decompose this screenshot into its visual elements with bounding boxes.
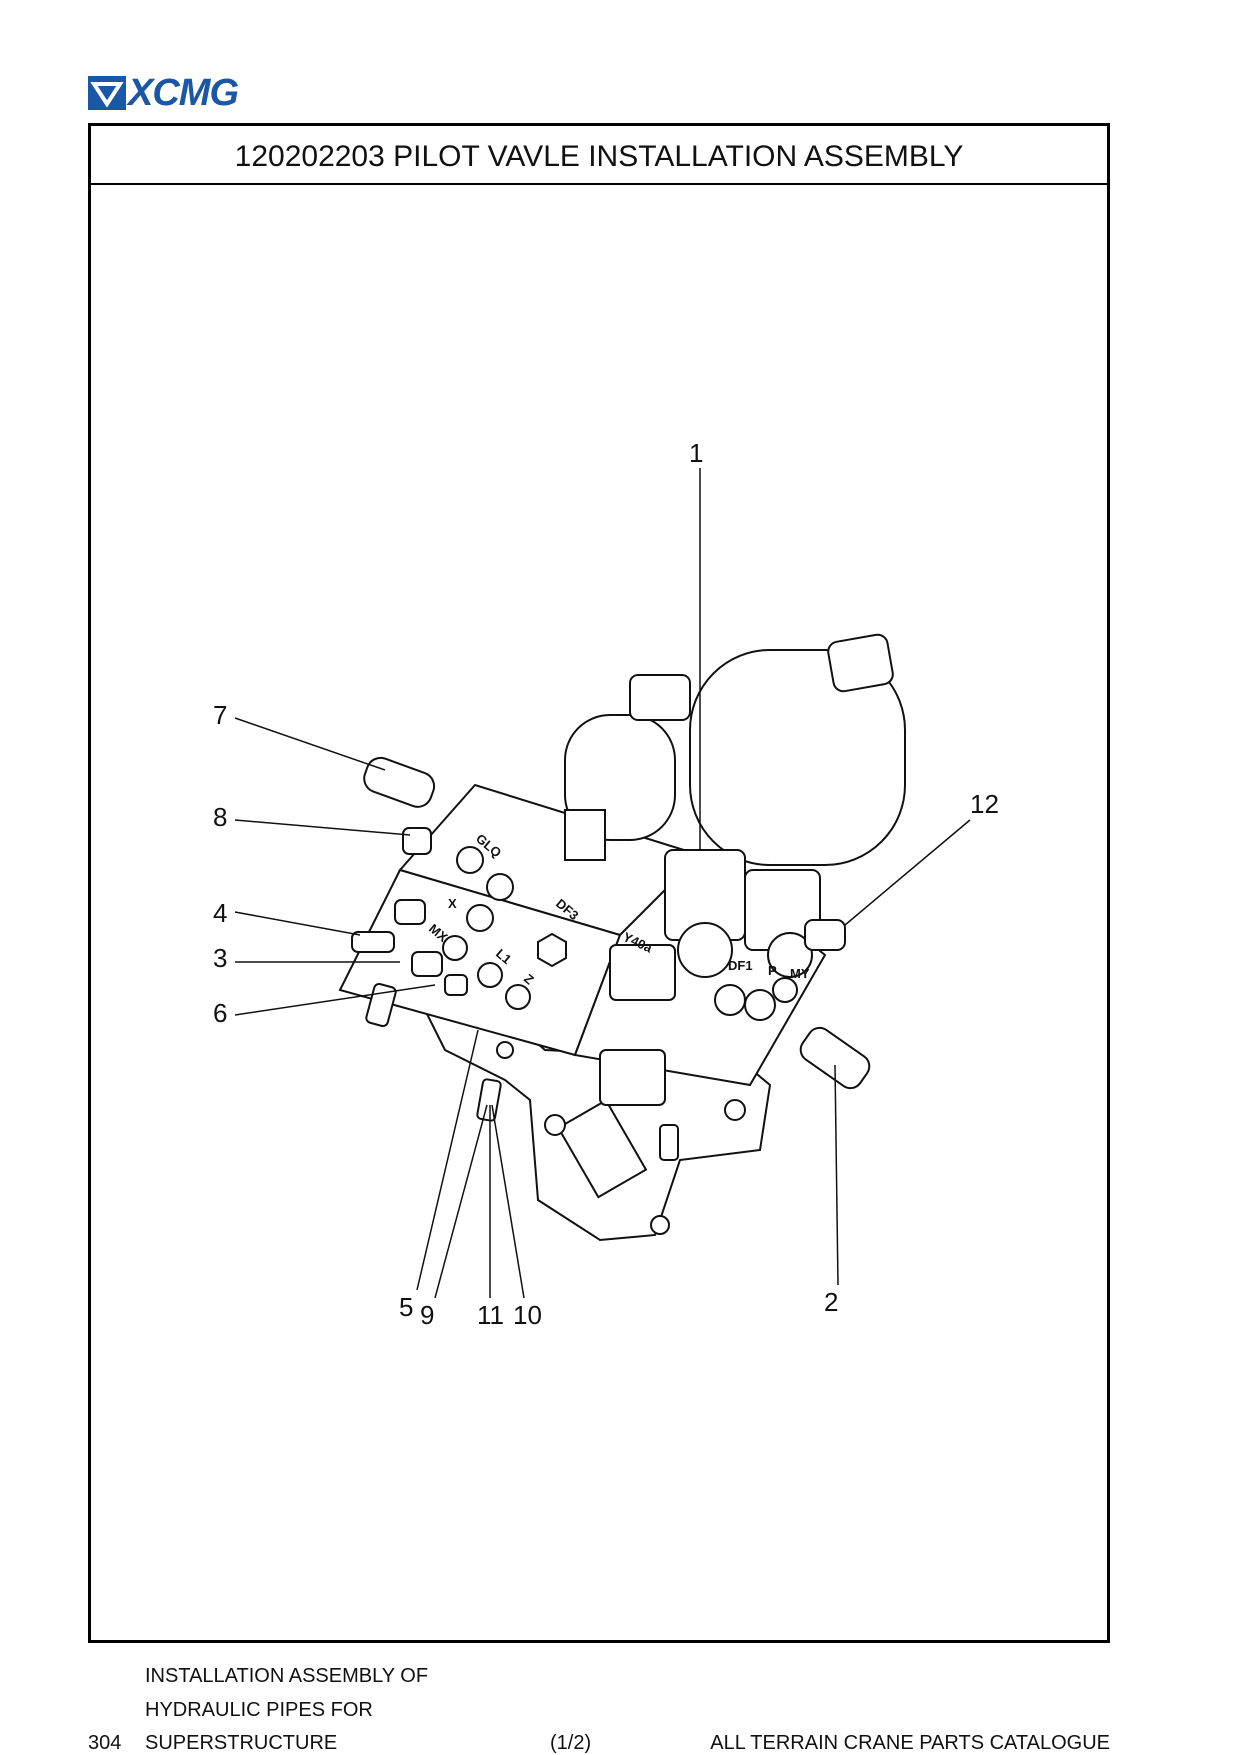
xcmg-logo: XCMG xyxy=(88,72,248,114)
callout-9: 9 xyxy=(420,1300,434,1330)
footer-section-line-3: SUPERSTRUCTURE xyxy=(145,1732,338,1754)
xcmg-emblem-icon xyxy=(88,76,126,110)
callout-6: 6 xyxy=(213,998,227,1028)
footer-catalogue: ALL TERRAIN CRANE PARTS CATALOGUE xyxy=(710,1732,1110,1754)
callout-numbers: 1 2 3 4 5 6 7 8 9 10 11 12 xyxy=(213,438,999,1330)
title-bar: 120202203 PILOT VAVLE INSTALLATION ASSEM… xyxy=(91,126,1107,185)
footer-section-line-2: HYDRAULIC PIPES FOR xyxy=(145,1699,373,1721)
callout-3: 3 xyxy=(213,943,227,973)
callout-1: 1 xyxy=(689,438,703,468)
drawing-frame: 120202203 PILOT VAVLE INSTALLATION ASSEM… xyxy=(88,123,1110,1643)
callout-7: 7 xyxy=(213,700,227,730)
port-label-l1: L1 xyxy=(493,946,514,967)
port-label-df1: DF1 xyxy=(728,958,753,973)
callout-12: 12 xyxy=(970,789,999,819)
port-label-my: MY xyxy=(790,966,810,981)
callout-2: 2 xyxy=(824,1287,838,1317)
leader-lines xyxy=(234,468,971,1299)
footer-section-line-1: INSTALLATION ASSEMBLY OF xyxy=(145,1665,429,1687)
brand-wordmark: XCMG xyxy=(128,72,239,114)
callout-8: 8 xyxy=(213,802,227,832)
callout-11: 11 xyxy=(477,1300,504,1330)
footer-sheet: (1/2) xyxy=(550,1732,592,1754)
port-label-x: X xyxy=(448,896,457,911)
port-label-p: P xyxy=(768,963,777,978)
valve-assembly-illustration xyxy=(338,633,906,1242)
callout-10: 10 xyxy=(513,1300,542,1330)
callout-4: 4 xyxy=(213,898,227,928)
footer-page-number: 304 xyxy=(88,1732,122,1754)
callout-5: 5 xyxy=(399,1292,413,1322)
page-title: 120202203 PILOT VAVLE INSTALLATION ASSEM… xyxy=(234,140,964,173)
